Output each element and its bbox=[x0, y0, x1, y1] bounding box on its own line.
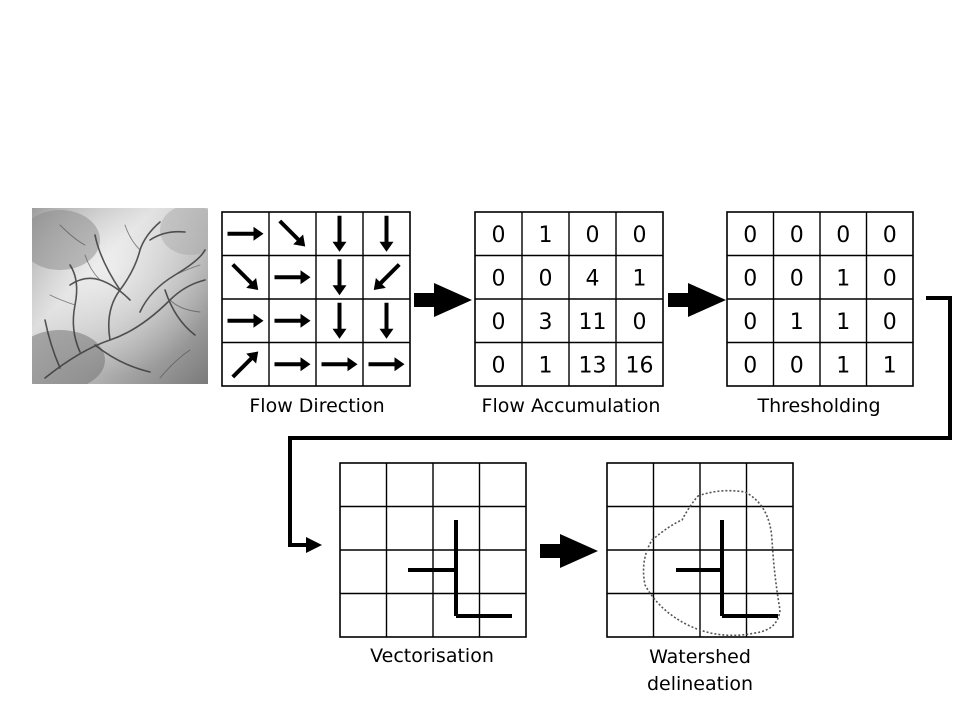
thresholding-cell-r2-c1: 1 bbox=[790, 310, 804, 335]
watershed-stream-lines bbox=[676, 520, 778, 618]
big-arrow-3 bbox=[540, 534, 598, 568]
thresholding-cell-r0-c0: 0 bbox=[743, 223, 757, 248]
flow-accumulation-cell-r3-c3: 16 bbox=[626, 353, 654, 378]
flow-arrow-r0-c1-icon bbox=[278, 219, 306, 247]
big-arrow-1 bbox=[414, 283, 472, 317]
flow-arrow-r2-c2-icon bbox=[332, 302, 347, 339]
flow-accumulation-grid: 0 1 0 0 0 0 4 1 0 3 11 0 0 1 13 16 bbox=[474, 211, 664, 387]
thresholding-cell-r1-c3: 0 bbox=[883, 266, 897, 291]
thresholding-cell-r2-c3: 0 bbox=[883, 310, 897, 335]
flow-accumulation-cell-r2-c2: 11 bbox=[579, 310, 607, 335]
flow-accumulation-cell-r0-c0: 0 bbox=[492, 223, 506, 248]
flow-accumulation-caption: Flow Accumulation bbox=[482, 395, 661, 417]
thresholding-cell-r1-c2: 1 bbox=[836, 266, 850, 291]
flow-arrow-r3-c2-icon bbox=[321, 357, 358, 372]
flow-arrow-r1-c0-icon bbox=[231, 263, 259, 290]
flow-accumulation-cell-r3-c2: 13 bbox=[579, 353, 607, 378]
thresholding-cell-r1-c1: 0 bbox=[790, 266, 804, 291]
flow-arrow-r3-c3-icon bbox=[368, 357, 405, 372]
thresholding-cell-r0-c3: 0 bbox=[883, 223, 897, 248]
thresholding-cell-r0-c2: 0 bbox=[836, 223, 850, 248]
flow-arrow-r0-c3-icon bbox=[379, 215, 394, 252]
flow-arrow-r1-c1-icon bbox=[274, 270, 311, 285]
flow-accumulation-cell-r2-c3: 0 bbox=[633, 310, 647, 335]
flow-accumulation-cell-r2-c1: 3 bbox=[539, 310, 553, 335]
flow-direction-caption: Flow Direction bbox=[249, 395, 384, 417]
flow-arrow-r2-c1-icon bbox=[274, 313, 311, 328]
vectorisation-caption: Vectorisation bbox=[370, 645, 494, 667]
thresholding-cell-r3-c0: 0 bbox=[743, 353, 757, 378]
flow-accumulation-cell-r1-c2: 4 bbox=[586, 266, 600, 291]
flow-accumulation-cell-r3-c1: 1 bbox=[539, 353, 553, 378]
watershed-caption-line1: Watershed bbox=[649, 646, 751, 668]
flow-arrow-r1-c2-icon bbox=[332, 259, 347, 296]
thresholding-cell-r3-c3: 1 bbox=[883, 353, 897, 378]
stream-network-lines bbox=[408, 520, 512, 618]
thresholding-cell-r2-c0: 0 bbox=[743, 310, 757, 335]
flow-accumulation-cell-r1-c0: 0 bbox=[492, 266, 506, 291]
flow-accumulation-cell-r0-c1: 1 bbox=[539, 223, 553, 248]
thresholding-cell-r1-c0: 0 bbox=[743, 266, 757, 291]
connector-arrow bbox=[288, 296, 952, 553]
dem-terrain-image bbox=[32, 208, 208, 384]
thresholding-caption: Thresholding bbox=[756, 395, 880, 417]
flow-arrow-r1-c3-icon bbox=[373, 263, 401, 290]
watershed-grid bbox=[606, 462, 794, 638]
flow-arrow-r3-c0-icon bbox=[231, 351, 259, 379]
thresholding-cell-r0-c1: 0 bbox=[790, 223, 804, 248]
flow-accumulation-cell-r1-c3: 1 bbox=[633, 266, 647, 291]
thresholding-grid: 0 0 0 0 0 0 1 0 0 1 1 0 0 0 1 1 bbox=[726, 211, 914, 387]
watershed-boundary bbox=[642, 489, 781, 637]
flow-arrow-r3-c1-icon bbox=[274, 357, 311, 372]
flow-accumulation-cell-r1-c1: 0 bbox=[539, 266, 553, 291]
big-arrow-2 bbox=[668, 283, 726, 317]
thresholding-cell-r3-c1: 0 bbox=[790, 353, 804, 378]
flow-arrow-r0-c0-icon bbox=[227, 226, 264, 241]
flow-arrow-r2-c3-icon bbox=[379, 302, 394, 339]
flow-accumulation-cell-r0-c2: 0 bbox=[586, 223, 600, 248]
watershed-caption-line2: delineation bbox=[647, 673, 753, 695]
thresholding-cell-r2-c2: 1 bbox=[836, 310, 850, 335]
flow-accumulation-cell-r0-c3: 0 bbox=[633, 223, 647, 248]
flow-arrow-r0-c2-icon bbox=[332, 215, 347, 252]
flow-accumulation-cell-r2-c0: 0 bbox=[492, 310, 506, 335]
flow-arrow-r2-c0-icon bbox=[227, 313, 264, 328]
flow-direction-grid bbox=[221, 211, 411, 387]
vectorisation-grid bbox=[339, 462, 527, 638]
thresholding-cell-r3-c2: 1 bbox=[836, 353, 850, 378]
flow-accumulation-cell-r3-c0: 0 bbox=[492, 353, 506, 378]
